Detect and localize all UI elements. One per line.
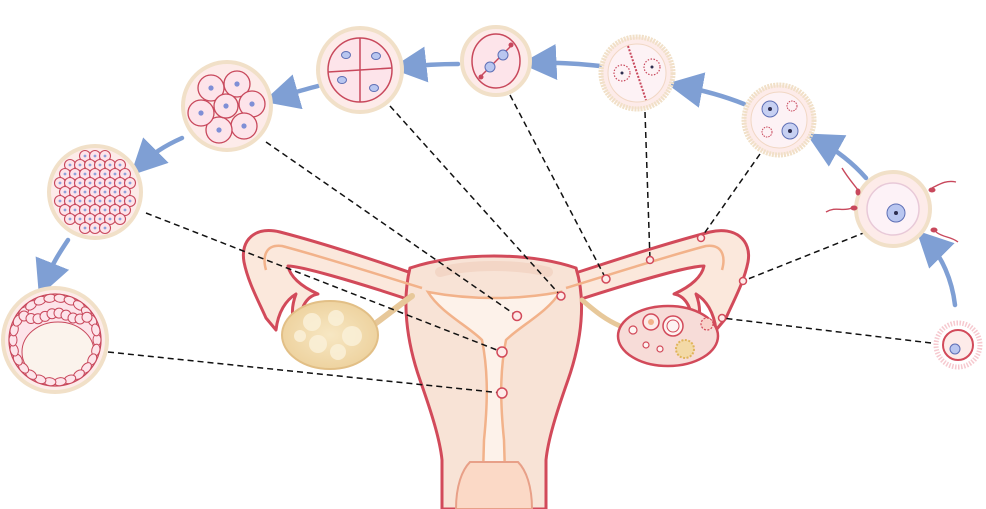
location-dots [496,233,748,399]
morula-nucleus [58,199,62,203]
morula-nucleus [83,190,87,194]
morula-nucleus [93,190,97,194]
morula-nucleus [118,181,122,185]
pronuclei-icon [741,82,817,158]
morula-nucleus [73,208,77,212]
morula-nucleus [88,181,92,185]
morula-nucleus [73,190,77,194]
morula-nucleus [118,163,122,167]
trophoblast-cell [91,323,101,337]
left-ovary [281,293,415,370]
morula-nucleus [93,226,97,230]
morula-nucleus [83,154,87,158]
morula-nucleus [98,217,102,221]
morula-nucleus [123,190,127,194]
morula-nucleus [63,172,67,176]
morula-nucleus [108,217,112,221]
morula-nucleus [83,172,87,176]
morula-nucleus [88,199,92,203]
uterus [241,229,751,509]
morula-nucleus [68,217,72,221]
morula-nucleus [78,199,82,203]
morula-nucleus [123,208,127,212]
progression-arrows [35,44,958,308]
morula-nucleus [58,181,62,185]
morula-nucleus [68,163,72,167]
morula-nucleus [73,172,77,176]
morula-nucleus [118,217,122,221]
morula-nucleus [93,208,97,212]
morula-nucleus [128,181,132,185]
morula-nucleus [128,199,132,203]
morula-nucleus [103,172,107,176]
eight-cell-icon [181,60,273,152]
morula-nucleus [88,163,92,167]
sperm-oocyte-icon [825,167,959,248]
morula-nucleus [68,181,72,185]
right-fallopian-tube [564,229,751,332]
spindle-icon [598,34,676,112]
morula-nucleus [103,154,107,158]
morula-nucleus [108,199,112,203]
morula-nucleus [78,181,82,185]
morula-nucleus [98,181,102,185]
morula-nucleus [103,208,107,212]
location-lines [107,94,932,394]
left-fallopian-tube [241,229,422,332]
cervix [454,461,534,509]
inner-cell-mass-cell [81,311,93,323]
morula-nucleus [88,217,92,221]
morula-nucleus [63,190,67,194]
morula-nucleus [93,154,97,158]
morula-icon [47,144,143,240]
morula-nucleus [103,190,107,194]
morula-nucleus [93,172,97,176]
oocyte-icon [933,320,983,370]
four-cell-icon [316,26,404,114]
morula-nucleus [103,226,107,230]
morula-nucleus [63,208,67,212]
morula-nucleus [113,190,117,194]
morula-nucleus [83,226,87,230]
morula-nucleus [118,199,122,203]
morula-nucleus [78,217,82,221]
morula-nucleus [98,199,102,203]
blastocyst-icon [1,286,109,394]
morula-nucleus [98,163,102,167]
right-ovary [579,297,720,368]
morula-nucleus [113,172,117,176]
morula-nucleus [83,208,87,212]
two-cell-icon [460,25,532,97]
morula-nucleus [68,199,72,203]
morula-nucleus [108,181,112,185]
morula-nucleus [108,163,112,167]
morula-nucleus [113,208,117,212]
morula-nucleus [78,163,82,167]
morula-nucleus [123,172,127,176]
